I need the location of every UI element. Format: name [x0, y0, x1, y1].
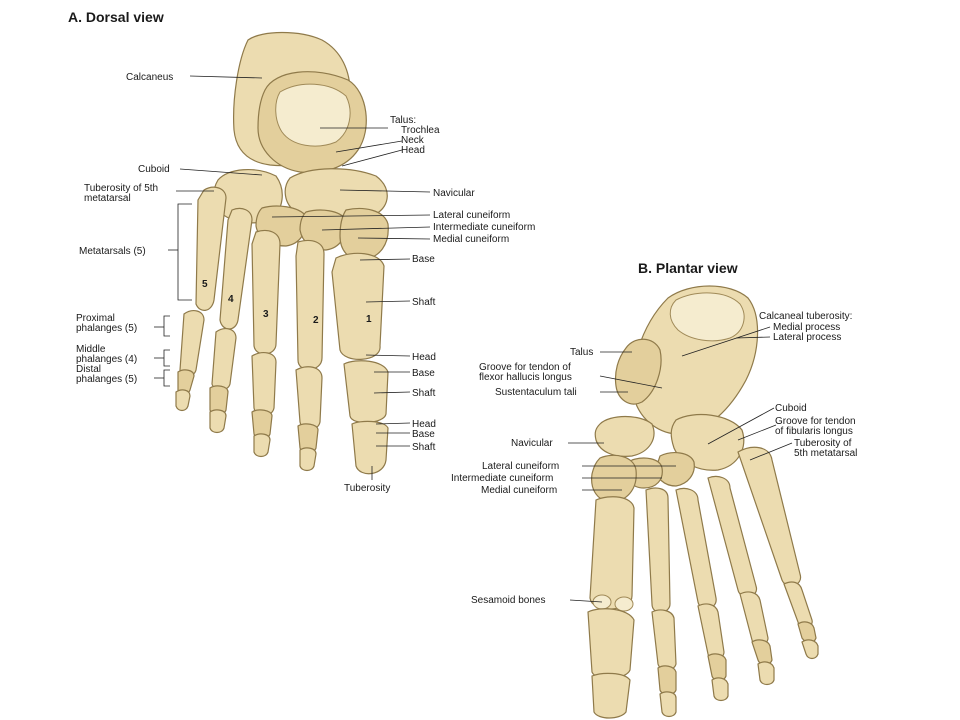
digit-number-4: 4 — [228, 294, 234, 305]
label-navicular: Navicular — [433, 188, 475, 199]
proximal-phalanx-5 — [179, 310, 205, 377]
label-plantar-navicular: Navicular — [511, 438, 553, 449]
metatarsal-1-bone — [331, 252, 385, 360]
label-base-metatarsal: Base — [412, 254, 435, 265]
label-calcaneal-tuberosity: Calcaneal tuberosity: — [759, 311, 852, 322]
distal-phalanx-3 — [253, 433, 271, 458]
label-distal-line2: phalanges (5) — [76, 374, 137, 385]
distal-phalanx-1 — [351, 420, 389, 475]
plantar-middle-phalanx-3 — [707, 653, 727, 682]
label-metatarsals: Metatarsals (5) — [79, 246, 146, 257]
label-cuboid: Cuboid — [138, 164, 170, 175]
metatarsal-2-bone — [295, 239, 325, 371]
plantar-distal-phalanx-1 — [591, 672, 631, 719]
plantar-proximal-phalanx-1 — [587, 608, 635, 680]
label-groove-fhl-line1: Groove for tendon of — [479, 362, 571, 373]
label-neck: Neck — [401, 135, 425, 146]
dorsal-view-title: A. Dorsal view — [68, 9, 164, 25]
distal-phalanx-5 — [175, 389, 191, 412]
metatarsal-5-bone — [195, 186, 227, 311]
label-shaft-metatarsal: Shaft — [412, 297, 436, 308]
label-groove-fhl-line2: flexor hallucis longus — [479, 372, 572, 383]
plantar-navicular-bone — [594, 415, 655, 457]
plantar-metatarsal-2 — [645, 487, 671, 613]
plantar-proximal-phalanx-3 — [697, 603, 725, 660]
label-groove-fl-line1: Groove for tendon — [775, 416, 856, 427]
label-tuberosity-5th-line2: metatarsal — [84, 193, 131, 204]
label-plantar-tuberosity-5th-line1: Tuberosity of — [794, 438, 852, 449]
digit-number-5: 5 — [202, 279, 208, 290]
label-medial-process: Medial process — [773, 322, 840, 333]
plantar-view-title: B. Plantar view — [638, 260, 738, 276]
digit-number-2: 2 — [313, 315, 319, 326]
label-head-metatarsal: Head — [412, 352, 436, 363]
dorsal-leader-lines — [154, 75, 431, 480]
label-sustentaculum: Sustentaculum tali — [495, 387, 577, 398]
distal-phalanx-4 — [209, 409, 227, 434]
plantar-proximal-phalanx-5 — [783, 581, 813, 628]
proximal-phalanx-3 — [251, 352, 277, 417]
distal-phalanx-2 — [299, 447, 317, 472]
label-head: Head — [401, 145, 425, 156]
digit-number-3: 3 — [263, 309, 269, 320]
label-head-proximal: Head — [412, 419, 436, 430]
label-lateral-cuneiform: Lateral cuneiform — [433, 210, 510, 221]
plantar-distal-phalanx-2 — [659, 691, 677, 718]
label-base-distal: Base — [412, 429, 435, 440]
label-plantar-intermediate-cuneiform: Intermediate cuneiform — [451, 473, 553, 484]
plantar-medial-cuneiform — [591, 454, 637, 503]
plantar-distal-phalanx-5 — [801, 639, 819, 660]
plantar-middle-phalanx-4 — [751, 639, 773, 666]
plantar-proximal-phalanx-2 — [651, 609, 677, 671]
dorsal-foot-illustration — [175, 31, 389, 475]
plantar-distal-phalanx-4 — [757, 661, 775, 686]
label-middle-line1: Middle — [76, 344, 106, 355]
dorsal-view: A. Dorsal view — [68, 9, 535, 494]
label-calcaneus: Calcaneus — [126, 72, 173, 83]
talus-trochlea — [275, 83, 351, 147]
label-sesamoid-bones: Sesamoid bones — [471, 595, 546, 606]
label-lateral-process: Lateral process — [773, 332, 841, 343]
plantar-metatarsal-4 — [707, 475, 758, 597]
label-talus: Talus: — [390, 115, 416, 126]
label-shaft-distal: Shaft — [412, 442, 436, 453]
digit-number-1: 1 — [366, 314, 372, 325]
sesamoid-lateral — [614, 596, 634, 612]
label-plantar-talus: Talus — [570, 347, 593, 358]
plantar-view: B. Plantar view — [451, 260, 857, 719]
label-base-proximal: Base — [412, 368, 435, 379]
calcaneal-tuberosity — [669, 292, 745, 342]
label-groove-fl-line2: of fibularis longus — [775, 426, 853, 437]
label-proximal-line2: phalanges (5) — [76, 323, 137, 334]
label-tuberosity: Tuberosity — [344, 483, 390, 494]
label-middle-line2: phalanges (4) — [76, 354, 137, 365]
label-plantar-medial-cuneiform: Medial cuneiform — [481, 485, 557, 496]
label-plantar-lateral-cuneiform: Lateral cuneiform — [482, 461, 559, 472]
label-tuberosity-5th-line1: Tuberosity of 5th — [84, 183, 158, 194]
plantar-metatarsal-3 — [675, 487, 717, 609]
plantar-middle-phalanx-2 — [657, 665, 677, 696]
proximal-phalanx-4 — [211, 328, 237, 391]
label-intermediate-cuneiform: Intermediate cuneiform — [433, 222, 535, 233]
label-distal-line1: Distal — [76, 364, 101, 375]
plantar-metatarsal-1 — [589, 496, 635, 610]
proximal-phalanx-2 — [295, 366, 323, 431]
label-proximal-line1: Proximal — [76, 313, 115, 324]
metatarsal-4-bone — [219, 207, 253, 330]
plantar-talus-bone — [614, 338, 662, 405]
plantar-distal-phalanx-3 — [711, 677, 729, 702]
label-plantar-cuboid: Cuboid — [775, 403, 807, 414]
plantar-foot-illustration — [587, 285, 819, 719]
label-medial-cuneiform: Medial cuneiform — [433, 234, 509, 245]
plantar-leader-lines — [568, 326, 793, 603]
label-shaft-proximal: Shaft — [412, 388, 436, 399]
plantar-proximal-phalanx-4 — [739, 591, 769, 646]
label-plantar-tuberosity-5th-line2: 5th metatarsal — [794, 448, 857, 459]
proximal-phalanx-1 — [343, 360, 389, 424]
metatarsal-3-bone — [251, 229, 281, 355]
label-trochlea: Trochlea — [401, 125, 440, 136]
